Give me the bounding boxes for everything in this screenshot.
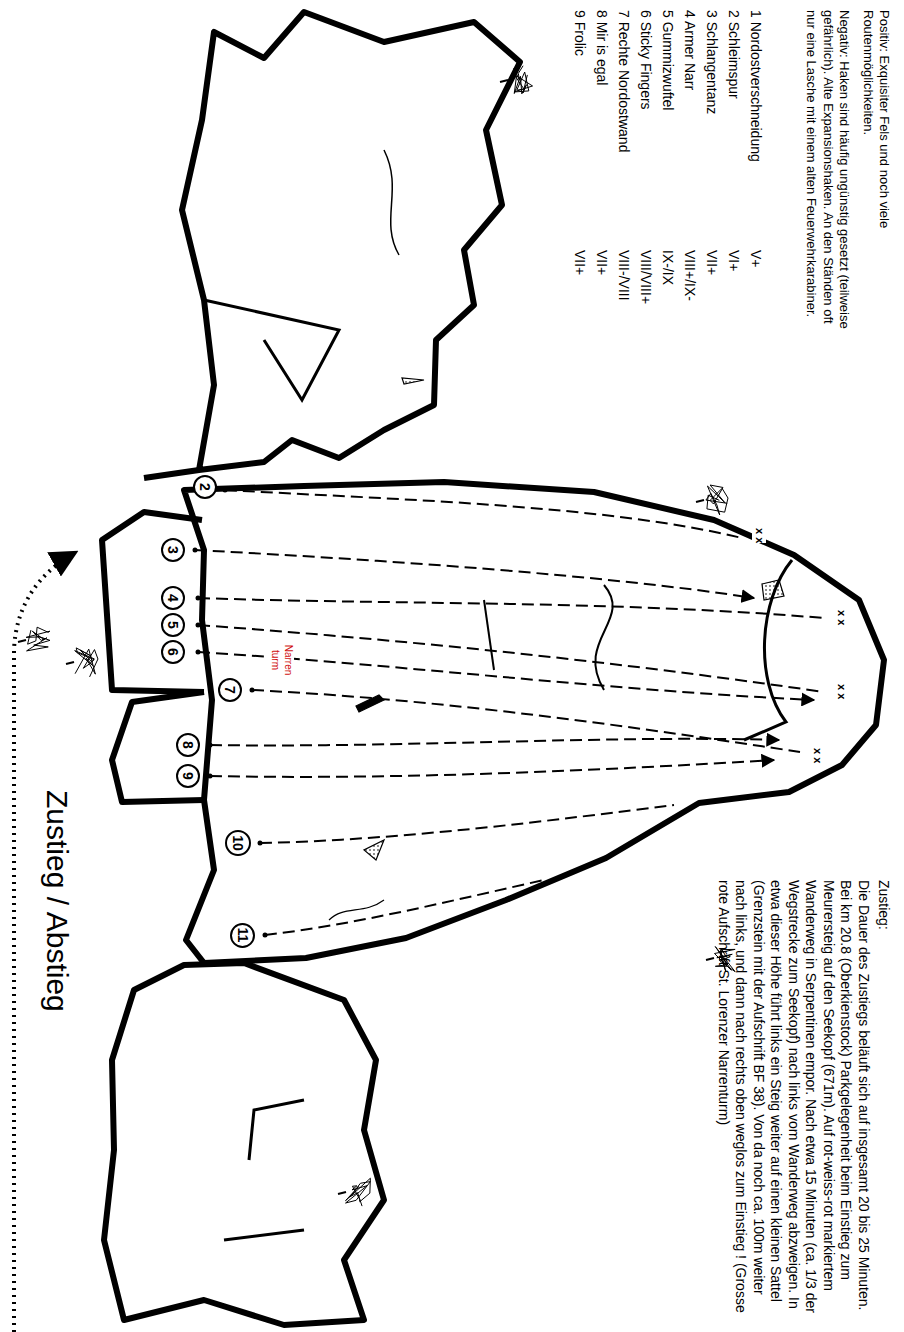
route-name: 8 Mir is egal [593, 10, 611, 85]
belay-anchor: x x [810, 748, 824, 763]
route-grade: VII+ [593, 250, 611, 275]
route-number-circle: 11 [231, 923, 256, 948]
route-number-circle: 7 [218, 678, 242, 702]
route-number-circle: 10 [225, 830, 251, 856]
base-block [112, 692, 204, 802]
tree-trunk [500, 80, 508, 82]
route-number-circle: 6 [161, 640, 185, 664]
gully-line [144, 470, 199, 478]
route-name: 9 Frolic [571, 10, 589, 56]
callout-number: 11 [236, 928, 250, 943]
route-number-circle: 8 [176, 733, 200, 757]
callout-number: 3 [166, 546, 180, 554]
approach-heading: Zustieg: [875, 880, 893, 930]
tree-trunk [18, 640, 26, 642]
callout-number: 2 [198, 483, 212, 491]
route-grade: VI+ [725, 250, 743, 271]
belay-anchor: x x [834, 684, 848, 699]
route-number-circle: 9 [176, 764, 200, 788]
approach-text: Die Dauer des Zustiegs beläuft sich auf … [715, 880, 873, 1320]
route-grade: VIII-/VIII [615, 250, 633, 301]
route-number-circle: 4 [161, 586, 185, 610]
route-grade: VIII+/IX- [681, 250, 699, 301]
route-name: 2 Schleimspur [725, 10, 743, 99]
approach-label: Zustieg / Abstieg [39, 790, 77, 1012]
belay-anchor: x x [834, 610, 848, 625]
callout-number: 9 [181, 772, 195, 780]
tree-trunk [338, 1192, 346, 1194]
route-name: 7 Rechte Nordostwand [615, 10, 633, 152]
tree-symbol [514, 66, 533, 94]
callout-number: 7 [223, 686, 237, 694]
route-grade: VII+ [703, 250, 721, 275]
note-text: Positiv: Exquisiter Fels und noch viele … [860, 10, 893, 340]
route-grade: V+ [747, 250, 765, 268]
rock-outlines [102, 12, 884, 1325]
route-lines [195, 490, 824, 935]
callout-number: 4 [166, 594, 180, 602]
route-grade: IX-/IX [659, 250, 677, 285]
callout-number: 5 [166, 621, 180, 629]
shaded-patches [356, 378, 784, 860]
right-crag [104, 963, 384, 1325]
callout-number: 10 [231, 835, 245, 851]
route-name: 6 Sticky Fingers [637, 10, 655, 110]
tree-symbols [18, 66, 735, 1206]
tree-trunk [696, 500, 704, 502]
route-name: 3 Schlangentanz [703, 10, 721, 114]
callout-number: 6 [166, 648, 180, 656]
route-start-dots [193, 488, 268, 938]
base-block [102, 512, 204, 692]
left-crag [182, 12, 520, 470]
approach-path [14, 552, 76, 1332]
route-name: 5 Gummizwuftel [659, 10, 677, 110]
tree-symbol [706, 485, 728, 515]
tree-symbol [26, 627, 50, 651]
belay-anchor: x x [752, 528, 766, 543]
callout-number: 8 [181, 741, 195, 749]
route-name: 1 Nordostverschneidung [747, 10, 765, 162]
tree-symbol [346, 1178, 371, 1206]
route-grade: VIII/VIII+ [637, 250, 655, 304]
route-name: 4 Armer Narr [681, 10, 699, 90]
tree-symbol [75, 648, 98, 677]
rock-features [204, 150, 792, 1240]
route-number-circle: 2 [193, 475, 217, 499]
route-number-circle: 3 [161, 538, 185, 562]
tree-trunk [66, 662, 74, 664]
rock-name: Narren turm [269, 640, 294, 680]
note-text: Negativ: Haken sind häufig ungünstig ges… [803, 10, 852, 340]
route-number-circle: 5 [161, 613, 185, 637]
tree-trunk [706, 958, 714, 960]
route-grade: VII+ [571, 250, 589, 275]
